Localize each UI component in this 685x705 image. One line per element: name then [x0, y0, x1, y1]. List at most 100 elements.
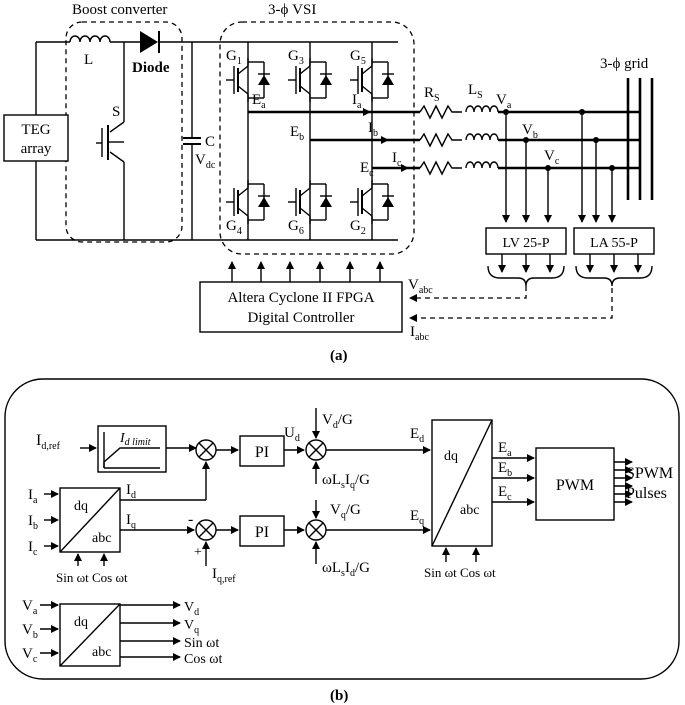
- svg-text:Ud: Ud: [284, 425, 300, 444]
- svg-text:abc: abc: [92, 531, 111, 546]
- voltage-output-label-2: Sin ωt: [184, 636, 219, 651]
- phase-e-label-2: Ec: [360, 160, 374, 179]
- gate-label-3: G5: [350, 48, 366, 67]
- voltage-output-label-0: Vd: [184, 600, 199, 618]
- svg-text:Sin ωt Cos ωt: Sin ωt Cos ωt: [424, 565, 496, 580]
- gate-label-4: G4: [226, 218, 242, 237]
- decoupling-junction-q: [305, 519, 327, 541]
- control-boundary: [4, 378, 680, 680]
- svg-text:Vabc: Vabc: [408, 277, 433, 296]
- svg-text:LS: LS: [468, 82, 483, 101]
- svg-text:Sin ωt Cos ωt: Sin ωt Cos ωt: [56, 570, 128, 585]
- phase-i-label-2: Ic: [392, 150, 402, 169]
- svg-text:array: array: [21, 141, 52, 157]
- svg-text:+: +: [194, 545, 202, 560]
- voltage-taps: [502, 109, 552, 223]
- boost-switch: [96, 42, 125, 240]
- e-output-label-0: Ea: [498, 440, 512, 459]
- current-input-label-0: Ia: [28, 487, 38, 506]
- phase-v-label-0: Va: [496, 92, 512, 111]
- svg-text:Pulses: Pulses: [626, 485, 667, 502]
- figure-label-a: (a): [330, 348, 348, 364]
- current-taps: [578, 109, 616, 223]
- svg-text:PI: PI: [255, 444, 269, 461]
- svg-text:S: S: [112, 104, 120, 120]
- current-input-label-2: Ic: [28, 539, 38, 558]
- svg-text:dq: dq: [74, 499, 88, 514]
- svg-text:C: C: [205, 134, 215, 150]
- id-limiter-block: [97, 425, 167, 473]
- svg-text:abc: abc: [92, 645, 111, 660]
- svg-text:RS: RS: [424, 85, 440, 104]
- svg-text:Diode: Diode: [132, 60, 170, 76]
- svg-text:Ed: Ed: [410, 426, 424, 445]
- decoupling-junction-d: [305, 439, 327, 461]
- svg-text:SPWM: SPWM: [626, 465, 673, 482]
- svg-text:LA 55-P: LA 55-P: [590, 236, 638, 251]
- voltage-output-label-3: Cos ωt: [184, 652, 223, 667]
- svg-text:Id,ref: Id,ref: [36, 432, 61, 452]
- current-output-label-1: Iq: [126, 512, 136, 531]
- svg-text:PI: PI: [255, 524, 269, 541]
- power-circuit: Boost converter 3-ϕ VSI TEG array L Diod…: [3, 2, 655, 364]
- phase-v-label-1: Vb: [522, 122, 538, 141]
- phase-v-label-2: Vc: [544, 148, 560, 167]
- lv-25p-sensor: [485, 227, 567, 255]
- boost-diode: [140, 31, 160, 53]
- svg-text:Vq/G: Vq/G: [330, 502, 361, 521]
- gate-signal-arrows: [228, 261, 384, 282]
- sum-junction-d: [195, 439, 217, 461]
- svg-text:LV 25-P: LV 25-P: [502, 236, 549, 251]
- phase-i-label-1: Ib: [368, 120, 378, 139]
- svg-text:dq: dq: [74, 615, 88, 630]
- svg-text:Id limit: Id limit: [119, 431, 151, 448]
- dc-link-capacitor: [183, 42, 201, 240]
- voltage-input-label-0: Va: [22, 598, 38, 617]
- phase-i-label-0: Ia: [352, 92, 362, 111]
- spwm-arrows: [614, 458, 633, 506]
- voltage-input-label-2: Vc: [22, 646, 38, 665]
- vsi-title: 3-ϕ VSI: [268, 2, 316, 18]
- fpga-controller: [199, 281, 403, 333]
- voltage-output-label-1: Vq: [184, 618, 199, 636]
- control-diagram: Id,ref Id limit PI Ud Vd/G ωLsIq/G Ed: [4, 378, 680, 704]
- gate-label-5: G6: [288, 218, 304, 237]
- svg-text:Iq,ref: Iq,ref: [212, 566, 236, 585]
- svg-text:ωLsIq/G: ωLsIq/G: [322, 472, 370, 491]
- gate-label-6: G2: [350, 218, 366, 237]
- gate-label-1: G1: [226, 48, 242, 67]
- grid-title: 3-ϕ grid: [600, 56, 649, 72]
- vsi-boundary: [219, 21, 415, 255]
- pi-d-block: [239, 435, 285, 467]
- svg-text:abc: abc: [460, 503, 479, 518]
- phase-e-label-0: Ea: [252, 92, 266, 111]
- boost-converter-title: Boost converter: [72, 2, 167, 18]
- sensor-outputs: [487, 254, 653, 287]
- svg-text:TEG: TEG: [21, 122, 50, 138]
- boost-inductor: [69, 35, 111, 43]
- svg-text:Vdc: Vdc: [195, 152, 216, 171]
- svg-text:L: L: [84, 52, 93, 68]
- current-input-label-1: Ib: [28, 513, 38, 532]
- svg-text:Altera Cyclone II FPGA: Altera Cyclone II FPGA: [227, 290, 374, 306]
- pi-q-block: [239, 515, 285, 547]
- svg-text:PWM: PWM: [556, 477, 594, 494]
- e-output-label-1: Eb: [498, 460, 512, 479]
- sum-junction-q: [195, 519, 217, 541]
- svg-text:Iabc: Iabc: [410, 324, 429, 343]
- svg-text:Eq: Eq: [410, 508, 424, 527]
- svg-text:ωLsId/G: ωLsId/G: [322, 560, 370, 579]
- voltage-input-label-1: Vb: [22, 622, 38, 641]
- svg-text:dq: dq: [444, 449, 458, 464]
- svg-text:-: -: [188, 511, 193, 528]
- figure-label-b: (b): [330, 688, 348, 704]
- e-output-label-2: Ec: [498, 484, 512, 503]
- svg-text:Vd/G: Vd/G: [322, 412, 353, 431]
- phase-e-label-1: Eb: [290, 124, 304, 143]
- pwm-block: [535, 447, 615, 521]
- la-55p-sensor: [573, 227, 655, 255]
- current-output-label-0: Id: [126, 482, 136, 501]
- gate-label-2: G3: [288, 48, 304, 67]
- svg-text:Digital Controller: Digital Controller: [247, 310, 354, 326]
